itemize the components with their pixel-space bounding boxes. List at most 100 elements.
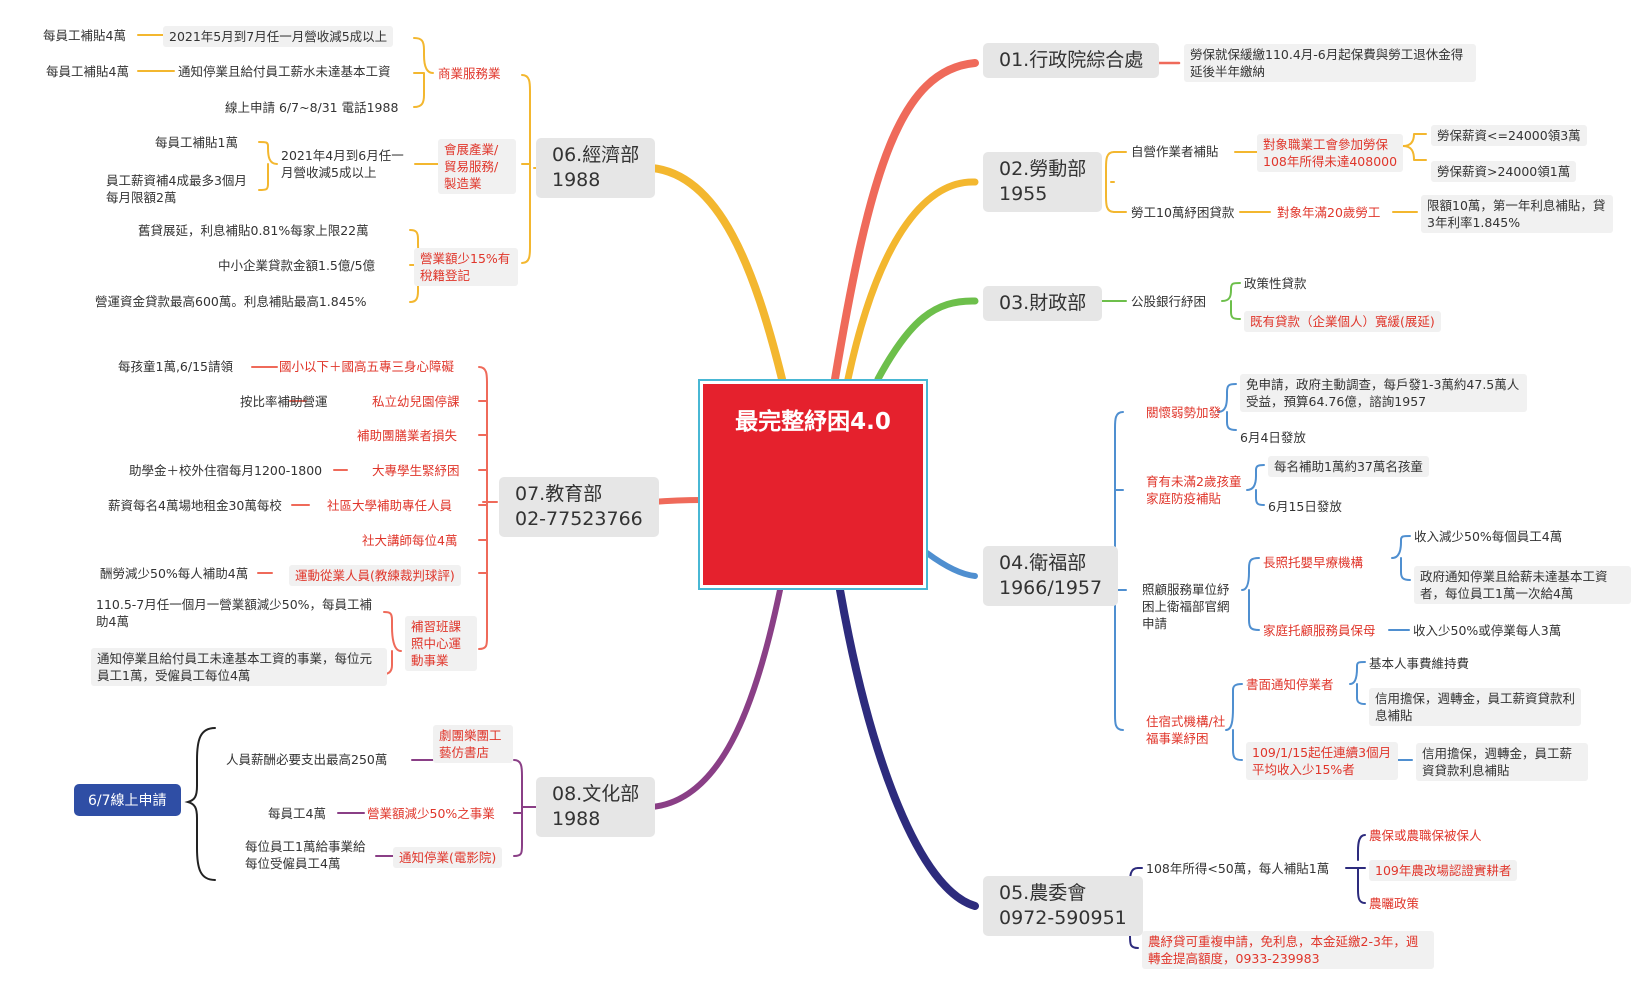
d04-written-d1[interactable]: 基本人事費維持費	[1369, 656, 1470, 671]
d04-ltc-d1[interactable]: 收入減少50%每個員工4萬	[1414, 529, 1563, 544]
d07-b1[interactable]: 國小以下＋國高五專三身心障礙	[279, 359, 455, 374]
d07-b5-left[interactable]: 薪資每名4萬場地租金30萬每校	[108, 498, 282, 513]
d04-child[interactable]: 育有未滿2歲孩童家庭防疫補貼	[1146, 474, 1242, 506]
d02-target[interactable]: 對象職業工會參加勞保 108年所得未達408000	[1257, 134, 1404, 172]
d06-e2[interactable]: 員工薪資補4成最多3個月每月限額2萬	[106, 173, 247, 205]
d04-child-date[interactable]: 6月15日發放	[1268, 499, 1342, 514]
d04-home-care[interactable]: 家庭托顧服務員保母	[1263, 623, 1376, 638]
d02-target-union: 對象職業工會參加勞保	[1263, 137, 1389, 152]
d02-wage-low[interactable]: 勞保薪資<=24000領3萬	[1431, 125, 1587, 146]
d02-target-income: 108年所得未達408000	[1263, 154, 1398, 169]
d04-vulnerable-date[interactable]: 6月4日發放	[1240, 430, 1306, 445]
d04-vulnerable-detail[interactable]: 免申請，政府主動調查，每戶發1-3萬約47.5萬人受益，預算64.76億，諮詢1…	[1240, 374, 1527, 412]
d04-residential[interactable]: 住宿式機構/社福事業紓困	[1146, 714, 1226, 746]
d04-vulnerable[interactable]: 關懷弱勢加發	[1146, 405, 1222, 420]
dept-06[interactable]: 06.經濟部 1988	[536, 138, 656, 198]
dept-02-phone: 1955	[999, 183, 1048, 205]
d06-e1[interactable]: 每員工補貼1萬	[155, 135, 238, 150]
dept-02[interactable]: 02.勞動部 1955	[983, 152, 1103, 212]
branch-01	[831, 59, 979, 383]
d06-r3[interactable]: 營運資金貸款最高600萬。利息補貼最高1.845%	[95, 294, 367, 309]
d04-written[interactable]: 書面通知停業者	[1246, 677, 1334, 692]
d08-rev50[interactable]: 營業額減少50%之事業	[367, 806, 495, 821]
branch-02	[844, 178, 979, 383]
branch-04	[924, 550, 978, 579]
d07-b3[interactable]: 補助團膳業者損失	[357, 428, 458, 443]
d08-theater[interactable]: 劇團樂團工藝仿書店	[433, 725, 513, 763]
d08-closure-left[interactable]: 每位員工1萬給事業給每位受僱員工4萬	[245, 839, 366, 871]
d07-b6[interactable]: 社大講師每位4萬	[362, 533, 458, 548]
d06-c3[interactable]: 線上申請 6/7~8/31 電話1988	[225, 100, 399, 115]
d02-wage-high[interactable]: 勞保薪資>24000領1萬	[1431, 161, 1577, 182]
d02-self-employed[interactable]: 自營作業者補貼	[1131, 144, 1219, 159]
d01-labor-insurance-node[interactable]: 勞保就保緩繳110.4月-6月起保費與勞工退休金得延後半年繳納	[1184, 44, 1476, 82]
dept-03[interactable]: 03.財政部	[983, 286, 1103, 321]
dept-01[interactable]: 01.行政院綜合處	[983, 43, 1160, 78]
d03-bank[interactable]: 公股銀行紓困	[1131, 294, 1207, 309]
d05-s2[interactable]: 109年農改場認證實耕者	[1369, 860, 1518, 881]
dept-05-phone: 0972-590951	[999, 907, 1127, 929]
d06-r1[interactable]: 舊貸展延，利息補貼0.81%每家上限22萬	[138, 223, 369, 238]
d07-b8-2[interactable]: 通知停業且給付員工未達基本工資的事業，每位元員工1萬，受僱員工每位4萬	[91, 648, 387, 686]
d05-s1[interactable]: 農保或農職保被保人	[1369, 828, 1482, 843]
dept-06-label: 06.經濟部	[552, 144, 640, 166]
d07-b4-left[interactable]: 助學金＋校外住宿每月1200-1800	[129, 463, 323, 478]
d04-care[interactable]: 照顧服務單位紓困上衛福部官網申請	[1142, 582, 1230, 631]
d06-c2-left[interactable]: 每員工補貼4萬	[46, 64, 129, 79]
d06-exhibit-mid[interactable]: 2021年4月到6月任一月營收減5成以上	[281, 148, 404, 180]
branch-05	[836, 586, 979, 910]
central-topic[interactable]: 最完整紓困4.0	[698, 379, 928, 590]
d02-loan-detail[interactable]: 限額10萬，第一年利息補貼，貸3年利率1.845%	[1421, 195, 1613, 233]
d05-loan[interactable]: 農紓貸可重複申請，免利息，本金延繳2-3年，週轉金提高額度，0933-23998…	[1142, 931, 1434, 969]
d06-r2[interactable]: 中小企業貸款金額1.5億/5億	[218, 258, 376, 273]
d04-child-detail[interactable]: 每名補助1萬約37萬名孩童	[1268, 456, 1429, 477]
d07-b1-left[interactable]: 每孩童1萬,6/15請領	[118, 359, 233, 374]
d02-loan[interactable]: 勞工10萬紓困貸款	[1131, 205, 1235, 220]
d04-ltc[interactable]: 長照托嬰早療機構	[1263, 555, 1364, 570]
branch-03	[874, 297, 979, 383]
d03-policy-loan[interactable]: 政策性貸款	[1244, 276, 1307, 291]
d07-b2-left[interactable]: 按比率補助營運	[240, 394, 328, 409]
dept-06-phone: 1988	[552, 169, 601, 191]
d06-commerce[interactable]: 商業服務業	[438, 66, 501, 81]
dept-04-phone: 1966/1957	[999, 577, 1103, 599]
dept-05-label: 05.農委會	[999, 882, 1087, 904]
d04-home-care-d[interactable]: 收入少50%或停業每人3萬	[1413, 623, 1562, 638]
dept-03-label: 03.財政部	[999, 292, 1087, 314]
d03-existing-loan[interactable]: 既有貸款（企業個人）寬緩(展延)	[1244, 311, 1441, 332]
d04-ltc-d2[interactable]: 政府通知停業且給薪未達基本工資者，每位員工1萬一次給4萬	[1414, 566, 1631, 604]
d06-c1[interactable]: 2021年5月到7月任一月營收減5成以上	[163, 26, 394, 47]
d08-rev50-left[interactable]: 每員工4萬	[268, 806, 326, 821]
d05-s3[interactable]: 農曬政策	[1369, 896, 1420, 911]
d04-rev-drop-d[interactable]: 信用擔保，週轉金，員工薪資貸款利息補貼	[1416, 743, 1588, 781]
d08-online-apply-badge[interactable]: 6/7線上申請	[74, 784, 181, 816]
d08-theater-left[interactable]: 人員薪酬必要支出最高250萬	[226, 752, 388, 767]
d06-exhibit[interactable]: 會展產業/貿易服務/製造業	[438, 139, 516, 194]
dept-07-label: 07.教育部	[515, 483, 603, 505]
branch-08	[649, 587, 783, 810]
dept-08-phone: 1988	[552, 808, 601, 830]
d07-b7[interactable]: 運動從業人員(教練裁判球評)	[289, 565, 461, 586]
central-topic-label: 最完整紓困4.0	[735, 409, 891, 435]
d06-c2[interactable]: 通知停業且給付員工薪水未達基本工資	[178, 64, 391, 79]
d07-b8-1[interactable]: 110.5-7月任一個月一營業額減少50%，每員工補助4萬	[96, 597, 373, 629]
d07-b2[interactable]: 私立幼兒園停課	[372, 394, 460, 409]
d07-b5[interactable]: 社區大學補助專任人員	[327, 498, 453, 513]
dept-02-label: 02.勞動部	[999, 158, 1087, 180]
d02-loan-target[interactable]: 對象年滿20歲勞工	[1277, 205, 1381, 220]
d07-b4[interactable]: 大專學生緊紓困	[372, 463, 460, 478]
dept-01-label: 01.行政院綜合處	[999, 49, 1144, 71]
d04-written-d2[interactable]: 信用擔保，週轉金，員工薪資貸款利息補貼	[1369, 688, 1581, 726]
d08-closure[interactable]: 通知停業(電影院)	[393, 847, 503, 868]
d06-rev15[interactable]: 營業額少15%有稅籍登記	[414, 248, 518, 286]
d07-b7-left[interactable]: 酬勞減少50%每人補助4萬	[100, 566, 249, 581]
d07-b8[interactable]: 補習班課照中心運動事業	[405, 616, 477, 671]
dept-05[interactable]: 05.農委會 0972-590951	[983, 876, 1143, 936]
d06-c1-left[interactable]: 每員工補貼4萬	[43, 28, 126, 43]
d05-subsidy[interactable]: 108年所得<50萬，每人補貼1萬	[1146, 861, 1330, 876]
d04-rev-drop[interactable]: 109/1/15起任連續3個月平均收入少15%者	[1246, 742, 1398, 780]
